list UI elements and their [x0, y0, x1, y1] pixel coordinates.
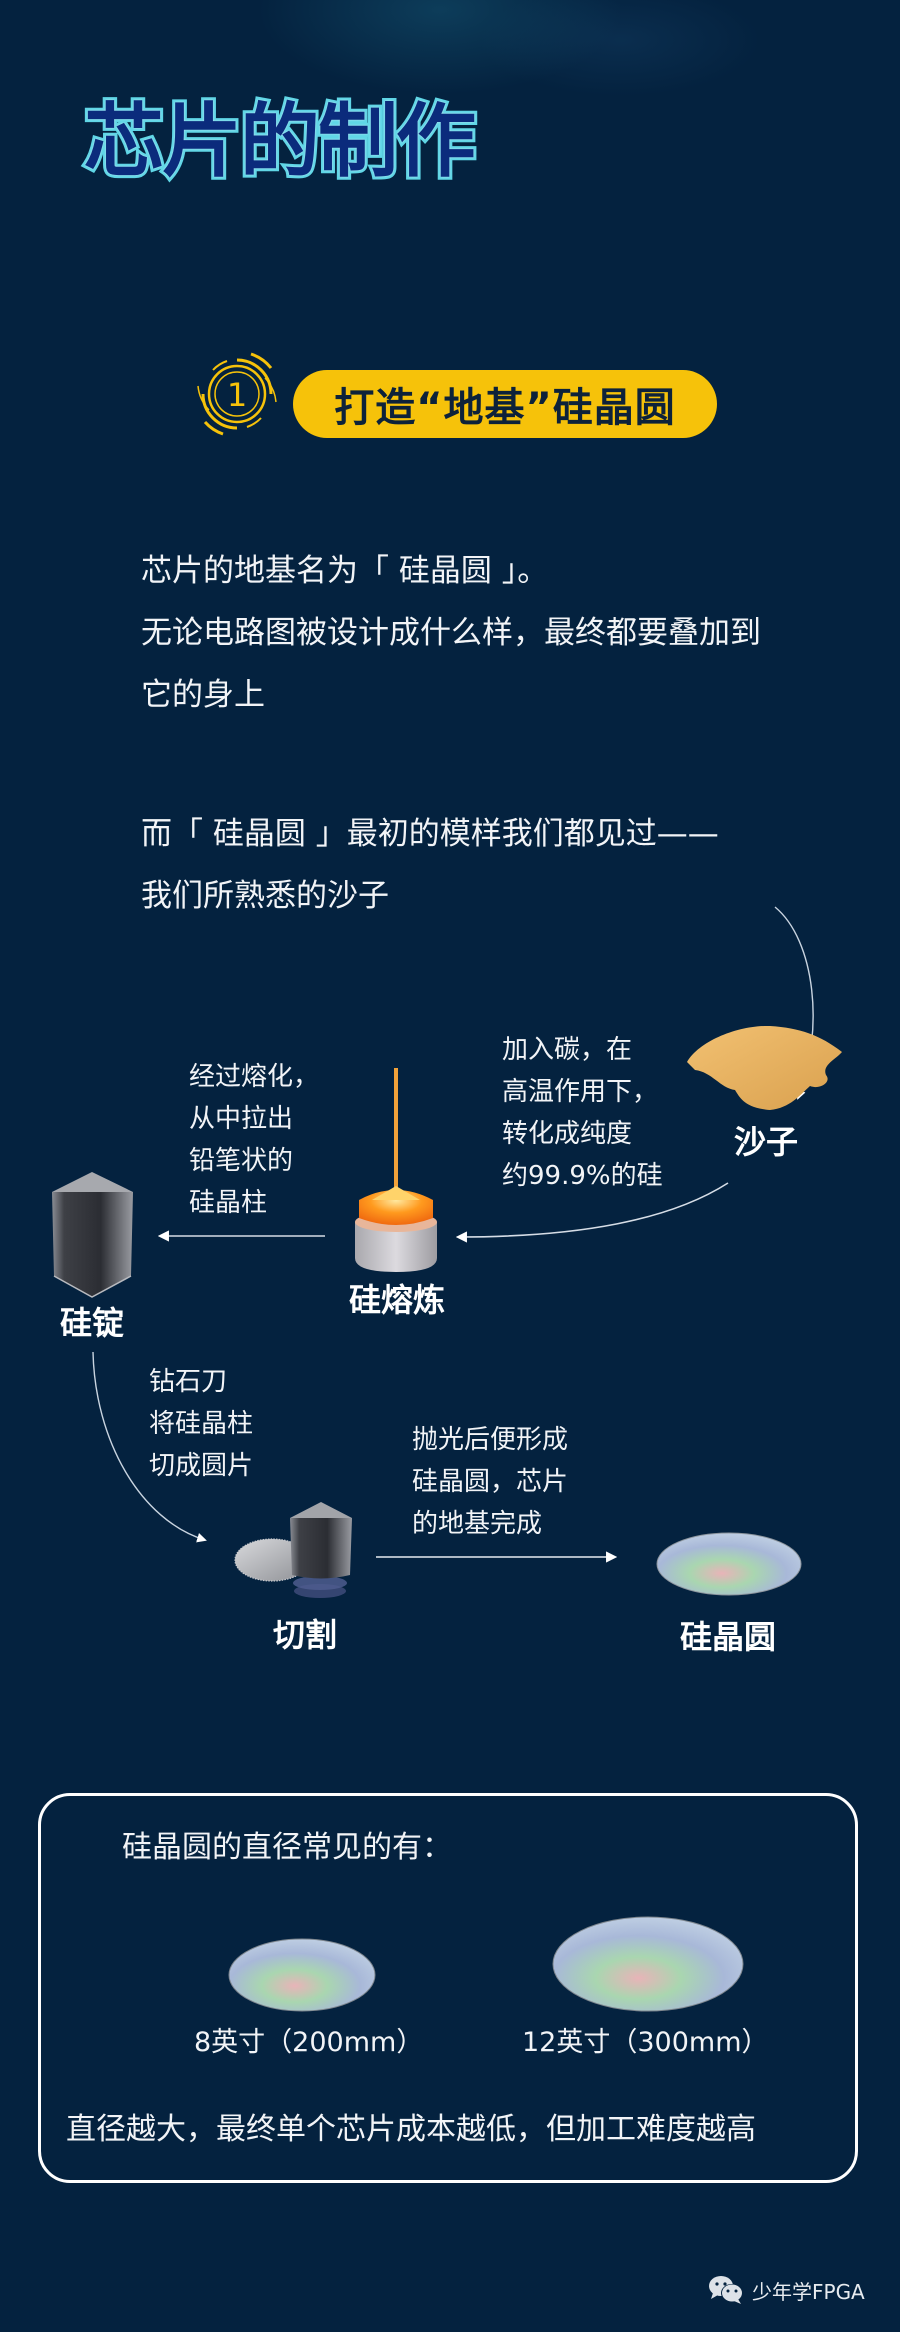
step-number: 1	[227, 376, 247, 414]
note-line: 将硅晶柱	[149, 1409, 254, 1439]
intro-paragraph: 芯片的地基名为「 硅晶圆 」。 无论电路图被设计成什么样，最终都要叠加到 它的身…	[141, 540, 761, 726]
page-title: 芯片的制作	[81, 93, 479, 191]
diamond-saw-icon	[234, 1502, 352, 1598]
size-label-8inch: 8英寸（200mm）	[194, 2027, 424, 2058]
note-line: 硅晶圆，芯片	[412, 1467, 569, 1497]
note-line: 钻石刀	[149, 1367, 228, 1397]
silicon-ingot-icon	[52, 1172, 133, 1298]
step-label-ingot: 硅锭	[59, 1304, 125, 1342]
origin-line: 我们所熟悉的沙子	[141, 878, 389, 914]
origin-line: 而「 硅晶圆 」最初的模样我们都见过——	[141, 816, 719, 852]
note-line: 加入碳，在	[502, 1035, 633, 1065]
step-number-badge-icon: 1	[197, 352, 277, 436]
brand-name: 少年学FPGA	[752, 2279, 865, 2304]
note-line: 从中拉出	[189, 1104, 294, 1134]
step-label-cutting: 切割	[272, 1616, 338, 1654]
intro-line: 它的身上	[141, 677, 265, 713]
note-ingot-to-cutting: 钻石刀 将硅晶柱 切成圆片	[149, 1361, 253, 1487]
origin-paragraph: 而「 硅晶圆 」最初的模样我们都见过—— 我们所熟悉的沙子	[141, 803, 719, 927]
wafer-sizes-box	[38, 1793, 858, 2183]
step-label-wafer: 硅晶圆	[679, 1618, 777, 1656]
wafer-sizes-footer: 直径越大，最终单个芯片成本越低，但加工难度越高	[66, 2112, 756, 2147]
size-label-12inch: 12英寸（300mm）	[522, 2027, 769, 2058]
intro-line: 无论电路图被设计成什么样，最终都要叠加到	[141, 615, 761, 651]
intro-line: 芯片的地基名为「 硅晶圆 」。	[141, 553, 549, 589]
note-line: 切成圆片	[149, 1451, 254, 1481]
note-line: 抛光后便形成	[412, 1425, 569, 1455]
note-line: 的地基完成	[412, 1509, 543, 1539]
note-line: 约99.9%的硅	[502, 1161, 663, 1191]
wafer-icon	[656, 1532, 802, 1596]
arrow-to-sand	[774, 906, 814, 1100]
note-line: 转化成纯度	[502, 1119, 633, 1149]
note-line: 铅笔状的	[189, 1146, 294, 1176]
note-line: 高温作用下，	[502, 1077, 659, 1107]
brand-watermark: 少年学FPGA	[708, 2274, 865, 2306]
step-label-smelting: 硅熔炼	[348, 1281, 446, 1319]
note-sand-to-smelting: 加入碳，在 高温作用下， 转化成纯度 约99.9%的硅	[502, 1029, 663, 1197]
section-heading: 打造“地基”硅晶圆	[334, 385, 676, 431]
note-line: 经过熔化，	[189, 1062, 320, 1092]
section-heading-pill: 打造“地基”硅晶圆	[293, 370, 717, 438]
note-smelting-to-ingot: 经过熔化， 从中拉出 铅笔状的 硅晶柱	[189, 1056, 319, 1224]
wechat-icon	[709, 2276, 743, 2304]
sand-pile-icon	[687, 1025, 842, 1110]
note-cutting-to-wafer: 抛光后便形成 硅晶圆，芯片 的地基完成	[412, 1419, 568, 1545]
wafer-sizes-title: 硅晶圆的直径常见的有：	[122, 1830, 452, 1865]
step-label-sand: 沙子	[733, 1123, 799, 1161]
note-line: 硅晶柱	[189, 1188, 268, 1218]
crucible-icon	[355, 1068, 437, 1272]
